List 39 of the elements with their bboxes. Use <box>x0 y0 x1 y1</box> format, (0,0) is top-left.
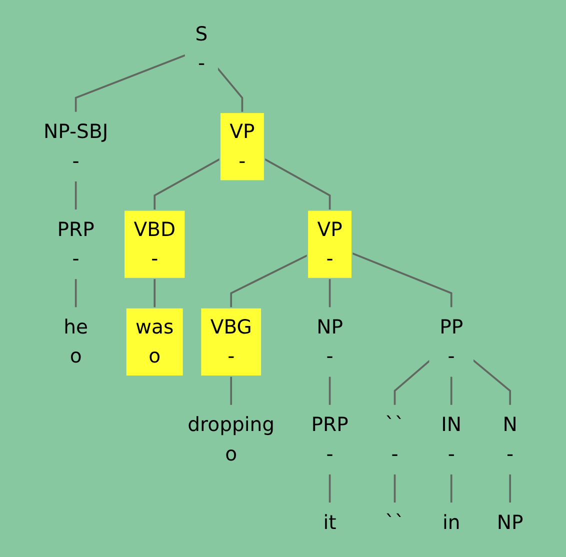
connector <box>450 474 452 504</box>
connector <box>74 180 76 210</box>
node-text: he o <box>63 315 88 368</box>
connector <box>393 474 396 504</box>
node-text: IN - <box>440 412 462 466</box>
connector <box>153 278 156 308</box>
node-box: VP - <box>306 210 352 280</box>
node-box: VBG - <box>200 307 262 377</box>
node-box: VBD - <box>122 210 186 280</box>
connector <box>74 278 76 308</box>
node-text: PRP - <box>56 217 94 270</box>
node-text: `` - <box>384 412 404 466</box>
connector <box>74 54 186 112</box>
connector <box>153 158 220 210</box>
connector <box>328 474 330 504</box>
node-text: PRP - <box>310 412 348 466</box>
node-text: NP - <box>316 315 343 368</box>
node-text: NP-SBJ - <box>43 120 108 172</box>
node-text: N - <box>502 412 517 466</box>
connector <box>393 360 430 406</box>
connector <box>230 254 308 308</box>
node-text: dropping o <box>187 412 274 466</box>
node-text: `` <box>384 510 404 534</box>
node-text: PP - <box>439 315 463 368</box>
node-box: was o <box>124 307 184 377</box>
connector <box>216 68 243 112</box>
connector <box>264 158 330 210</box>
connector <box>508 474 511 504</box>
node-text: S - <box>194 22 208 75</box>
connector <box>328 278 330 308</box>
node-text: NP <box>496 510 523 534</box>
connector <box>472 359 511 406</box>
node-box: VP - <box>218 112 265 182</box>
connector <box>450 376 452 406</box>
connector <box>351 252 452 308</box>
node-text: it <box>322 510 336 534</box>
connector <box>230 376 232 406</box>
node-text: in <box>442 510 460 534</box>
connector <box>328 376 330 406</box>
